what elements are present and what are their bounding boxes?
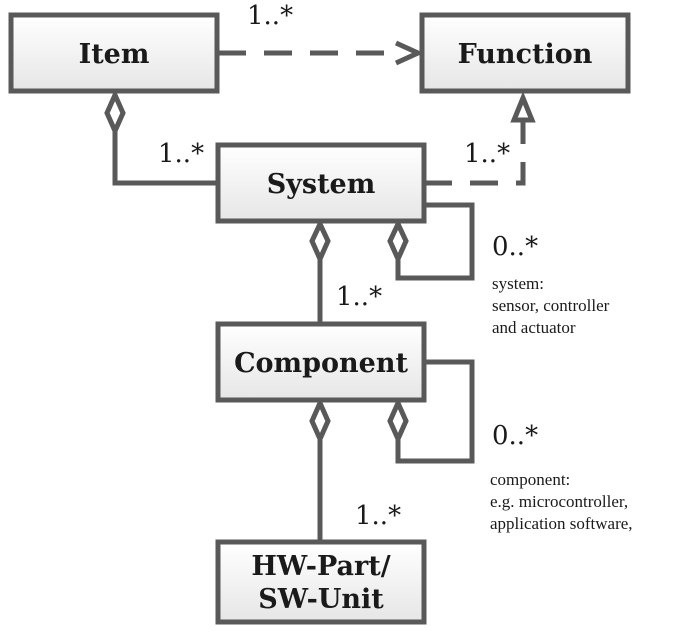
edge-system-self (387, 202, 475, 281)
note-system-line2: sensor, controller (492, 296, 610, 315)
class-hw-part: HW-Part/ SW-Unit (215, 539, 427, 625)
aggregation-diamond (309, 396, 331, 446)
edge-item-function (218, 40, 425, 66)
class-component: Component (215, 321, 427, 403)
class-item: Item (8, 12, 220, 94)
aggregation-diamond (387, 218, 409, 266)
note-component-line3: application software, (490, 514, 633, 533)
note-system-line1: system: (492, 274, 544, 293)
multiplicity-system-function: 1..* (464, 139, 510, 169)
multiplicity-component-self: 0..* (492, 421, 538, 451)
class-hw-part-label-line1: HW-Part/ (251, 551, 390, 582)
multiplicity-item-system: 1..* (158, 139, 204, 169)
multiplicity-item-function: 1..* (247, 1, 293, 31)
edge-item-system (104, 88, 218, 186)
class-system: System (215, 142, 427, 224)
multiplicity-system-component: 1..* (336, 282, 382, 312)
class-function-label: Function (458, 39, 593, 70)
aggregation-diamond (104, 88, 126, 138)
aggregation-diamond (387, 396, 409, 446)
note-component-line1: component: (490, 470, 570, 489)
multiplicity-system-self: 0..* (492, 232, 538, 262)
edge-system-function (424, 91, 536, 186)
note-system-line3: and actuator (492, 318, 576, 337)
class-item-label: Item (79, 39, 150, 70)
class-function: Function (419, 12, 631, 94)
class-system-label: System (267, 169, 376, 200)
edge-component-self (387, 359, 475, 464)
aggregation-diamond (309, 218, 331, 266)
class-component-label: Component (234, 348, 408, 379)
edge-system-component (309, 218, 331, 322)
class-hw-part-label-line2: SW-Unit (258, 584, 384, 615)
multiplicity-component-hwpart: 1..* (355, 501, 401, 531)
edge-component-hwpart (309, 396, 331, 542)
note-component-line2: e.g. microcontroller, (490, 492, 628, 511)
